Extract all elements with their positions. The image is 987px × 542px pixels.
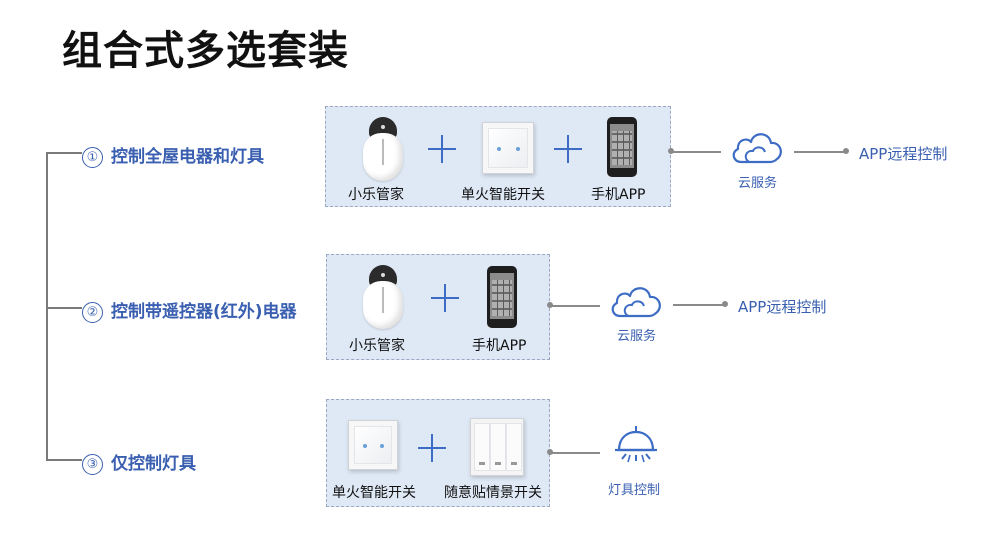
option-1-product-box: 小乐管家 单火智能开关 手机APP	[325, 106, 671, 207]
single-fire-switch-image	[482, 122, 534, 174]
option-3-product-box: 单火智能开关 随意贴情景开关	[326, 399, 550, 507]
tree-branch-3	[46, 459, 82, 461]
product-label: 小乐管家	[349, 338, 405, 354]
product-label: 单火智能开关	[332, 485, 416, 501]
option-3-number: ③	[82, 454, 103, 475]
cloud-service-label: 云服务	[617, 329, 657, 344]
cloud-icon	[732, 133, 782, 164]
mobile-phone-image	[487, 266, 517, 328]
plus-icon	[554, 135, 582, 163]
tree-trunk	[46, 152, 48, 459]
option-3-label: ③ 仅控制灯具	[82, 449, 196, 475]
connector-dot	[722, 301, 728, 307]
plus-icon	[418, 434, 446, 462]
product-label: 随意贴情景开关	[444, 485, 542, 501]
option-2-product-box: 小乐管家 手机APP	[326, 254, 550, 360]
option-2-label: ② 控制带遥控器(红外)电器	[82, 297, 297, 323]
option-2-number: ②	[82, 302, 103, 323]
cloud-icon	[611, 287, 661, 318]
cloud-service-label: 云服务	[738, 176, 778, 191]
plus-icon	[428, 135, 456, 163]
option-2-text: 控制带遥控器(红外)电器	[111, 302, 297, 322]
connector-line	[550, 452, 600, 454]
connector-line	[550, 305, 600, 307]
product-label: 单火智能开关	[461, 187, 545, 203]
option-1-label: ① 控制全屋电器和灯具	[82, 142, 264, 168]
option-1-text: 控制全屋电器和灯具	[111, 147, 264, 167]
lamp-control-label: 灯具控制	[608, 483, 661, 498]
product-label: 手机APP	[472, 338, 527, 354]
tree-branch-2	[46, 307, 82, 309]
connector-line	[671, 151, 721, 153]
app-remote-control-label: APP远程控制	[859, 145, 948, 163]
option-3-text: 仅控制灯具	[111, 454, 196, 474]
smart-butler-image	[361, 265, 405, 329]
tree-branch-1	[46, 152, 82, 154]
connector-line	[673, 304, 725, 306]
scene-switch-image	[470, 418, 524, 476]
app-remote-control-label: APP远程控制	[738, 298, 827, 316]
option-1-number: ①	[82, 147, 103, 168]
plus-icon	[431, 284, 459, 312]
smart-butler-image	[361, 117, 405, 181]
connector-line	[794, 151, 846, 153]
lamp-icon	[615, 426, 657, 463]
mobile-phone-image	[607, 117, 637, 177]
product-label: 小乐管家	[348, 187, 404, 203]
connector-dot	[843, 148, 849, 154]
product-label: 手机APP	[591, 187, 646, 203]
single-fire-switch-image	[348, 420, 398, 470]
page-title: 组合式多选套装	[62, 28, 349, 74]
